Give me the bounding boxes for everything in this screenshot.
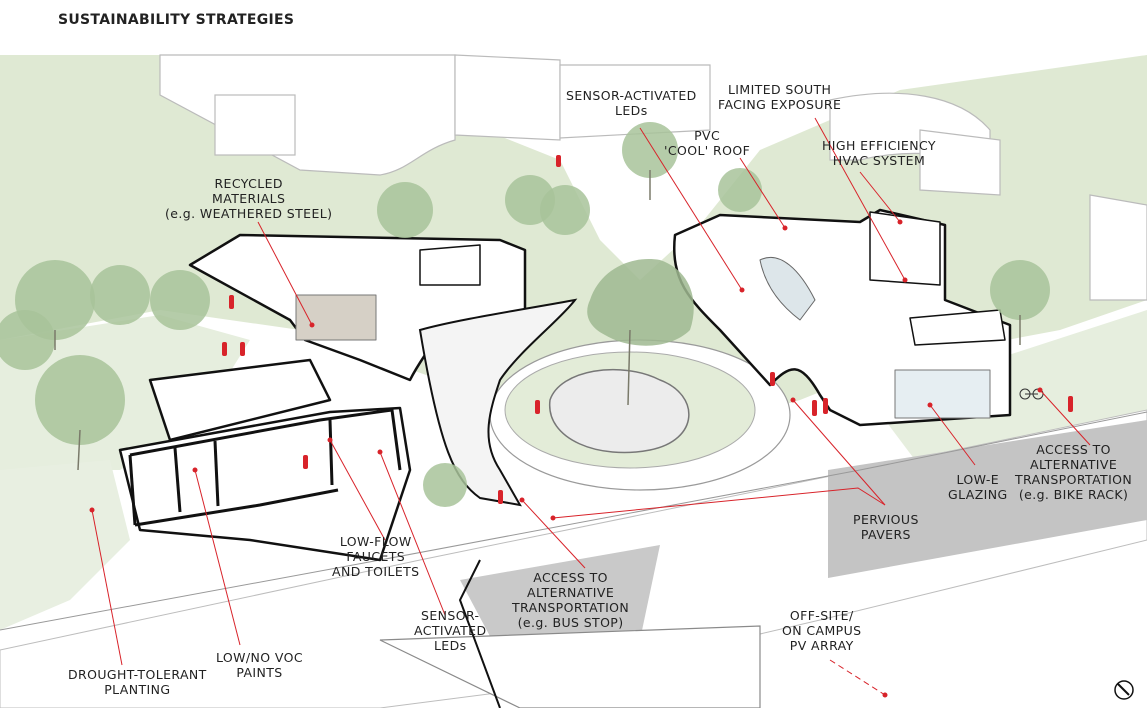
left-building (118, 233, 527, 562)
leader-dots (89, 219, 1043, 698)
trees (0, 122, 1050, 507)
page-title: SUSTAINABILITY STRATEGIES (58, 12, 295, 28)
tree-trunks (54, 170, 1021, 471)
roads (0, 409, 1147, 708)
label-pvc-cool-roof: PVC'COOL' ROOF (664, 128, 751, 158)
person-figures (222, 155, 1073, 504)
north-arrow-icon (1114, 680, 1134, 700)
central-courtyard (489, 339, 791, 491)
pervious-pavers-area (828, 420, 1147, 578)
bus-stop-paving (460, 545, 660, 655)
left-building-section (128, 408, 402, 527)
person-figure-icon (229, 295, 234, 309)
context-buildings (159, 54, 1147, 301)
leader-lines (91, 117, 1091, 696)
